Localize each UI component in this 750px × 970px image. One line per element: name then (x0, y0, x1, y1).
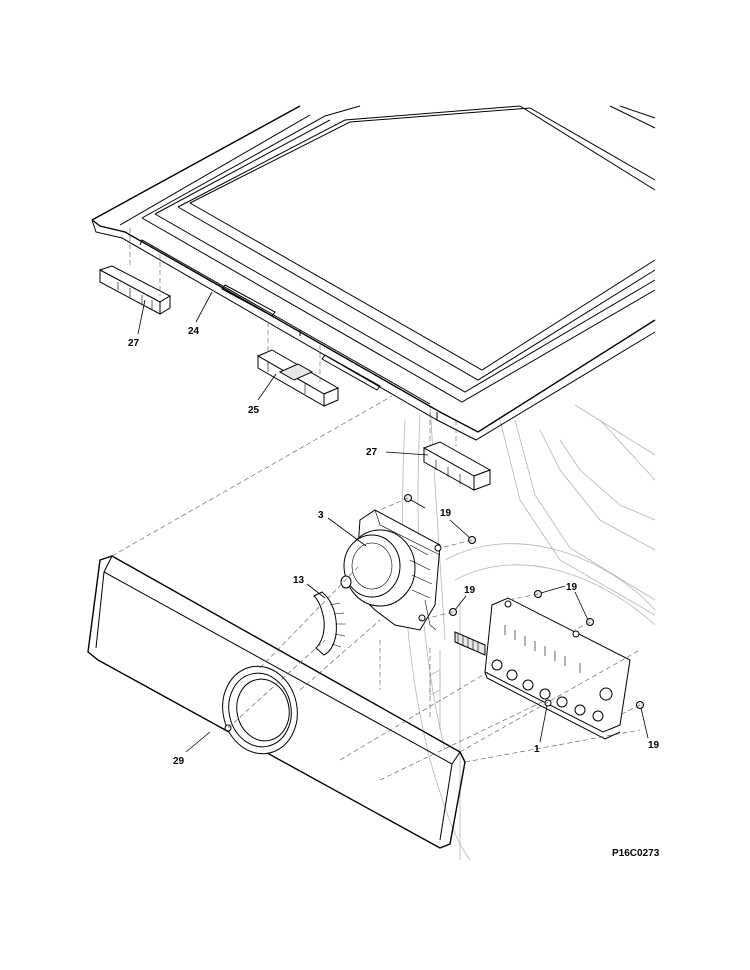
assembly-guide-lines (111, 228, 641, 781)
callout-1: 1 (534, 744, 540, 755)
callout-19-bottom: 19 (648, 740, 660, 751)
top-panel (91, 105, 656, 441)
part-27-right (422, 441, 492, 491)
callout-27-right: 27 (366, 447, 378, 458)
callout-13: 13 (293, 575, 305, 586)
callout-3: 3 (318, 510, 324, 521)
callout-25: 25 (248, 405, 260, 416)
callout-19-middle: 19 (464, 585, 476, 596)
callout-leaders (137, 291, 649, 753)
callout-19-board: 19 (566, 582, 578, 593)
callout-27-left: 27 (128, 338, 140, 349)
callout-24: 24 (188, 326, 200, 337)
part-1-control-board (454, 597, 631, 740)
part-27-left (98, 265, 172, 315)
part-13-light-pipe (313, 591, 346, 656)
part-29-console-panel (87, 555, 466, 849)
drawing-code: P16C0273 (612, 848, 660, 859)
callout-labels: 27 24 25 27 3 19 13 19 19 19 1 29 P16C02… (128, 326, 660, 859)
callout-19-top: 19 (440, 508, 452, 519)
callout-29: 29 (173, 756, 185, 767)
part-3-selector-housing (340, 509, 442, 631)
part-25 (256, 349, 340, 407)
